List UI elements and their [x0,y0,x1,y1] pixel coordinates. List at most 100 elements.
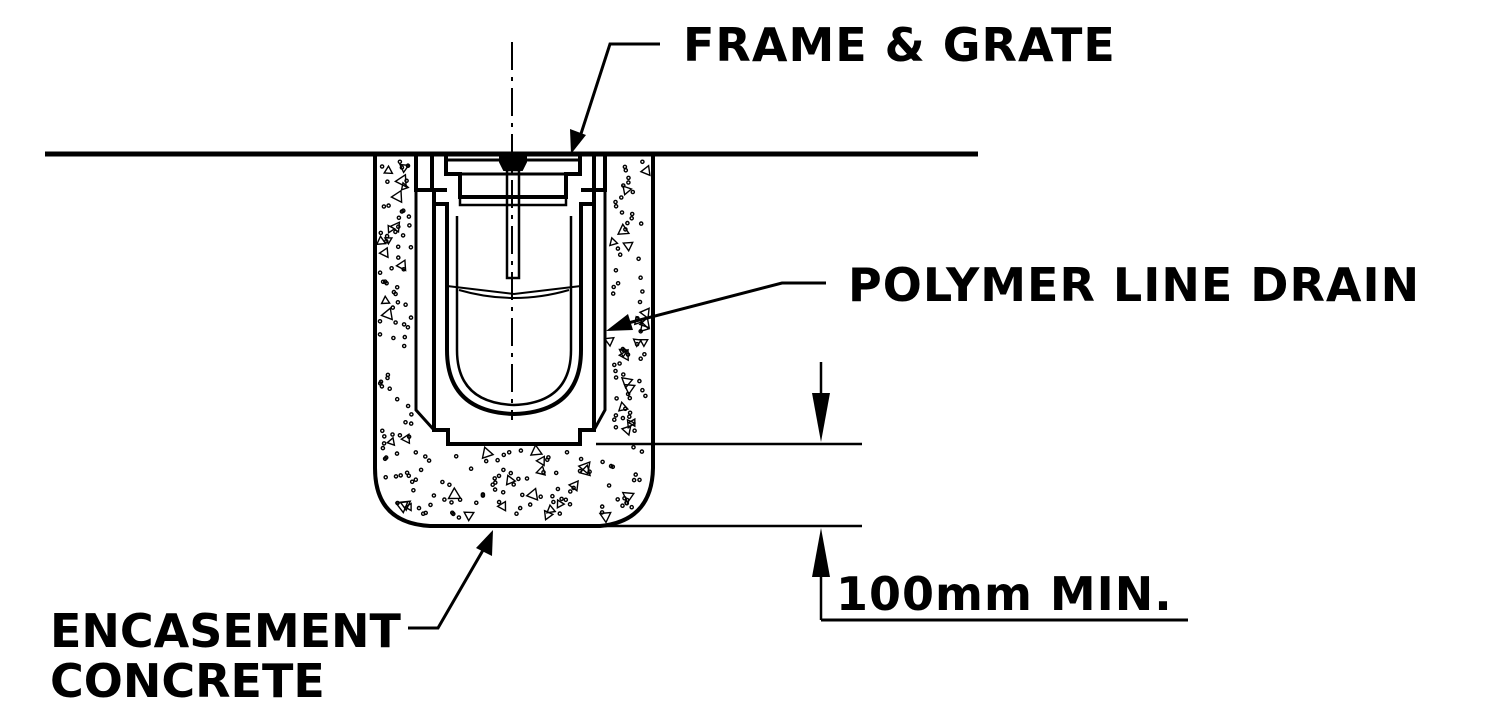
dimension-label: 100mm MIN. [836,567,1173,621]
concrete-aggregate-texture [375,159,651,524]
aggregate-dot [386,203,391,208]
encasement-arrowhead [476,530,493,556]
aggregate-dot [418,467,424,473]
aggregate-stone [598,511,612,524]
aggregate-stone [622,241,634,253]
aggregate-dot [408,315,414,320]
aggregate-dot [610,291,616,296]
dimension-arrowhead-bottom [812,528,830,577]
aggregate-dot [501,452,507,458]
grate-top-plate [444,154,580,176]
frame-and-grate [430,152,596,199]
aggregate-dot [401,322,407,327]
aggregate-dot [568,489,573,494]
aggregate-dot [496,499,502,505]
aggregate-dot [600,459,605,465]
aggregate-dot [449,510,455,516]
aggregate-dot [404,178,409,184]
aggregate-dot [511,482,517,487]
aggregate-dot [377,270,383,276]
aggregate-dot [520,492,525,498]
polymer-drain-leader-line [627,281,826,325]
aggregate-dot [643,393,648,399]
aggregate-dot [456,515,462,520]
aggregate-stone [390,189,403,204]
aggregate-dot [642,351,647,357]
aggregate-dot [453,453,459,459]
aggregate-dot [395,500,400,506]
aggregate-dot [637,299,643,305]
dimension-arrowhead-top [812,393,830,442]
aggregate-dot [627,395,633,401]
aggregate-dot [397,159,403,165]
aggregate-stone [639,339,649,348]
polymer-line-drain-label: POLYMER LINE DRAIN [848,258,1421,312]
aggregate-dot [391,335,396,341]
aggregate-dot [407,223,412,228]
aggregate-dot [397,432,403,438]
aggregate-stone [393,173,407,188]
aggregate-dot [382,456,388,462]
aggregate-stone [608,236,619,247]
aggregate-stone [398,163,410,174]
aggregate-dot [390,432,395,437]
aggregate-dot [409,479,415,485]
aggregate-dot [640,289,645,294]
aggregate-dot [394,396,400,402]
aggregate-dot [599,510,605,515]
aggregate-stone [400,181,410,191]
aggregate-dot [440,479,445,485]
aggregate-dot [403,419,408,425]
aggregate-stone [623,383,637,396]
aggregate-dot [639,449,645,454]
aggregate-dot [403,302,408,308]
aggregate-dot [626,180,631,185]
aggregate-dot [557,511,563,516]
encasement-label-line2: CONCRETE [50,654,325,708]
aggregate-dot [409,412,414,417]
aggregate-dot [633,472,639,477]
aggregate-dot [623,227,628,232]
aggregate-dot [382,279,388,285]
aggregate-dot [611,284,617,290]
aggregate-stone [463,511,476,522]
aggregate-dot [508,470,514,476]
aggregate-stone [534,455,546,467]
aggregate-dot [483,458,489,464]
aggregate-dot [599,504,605,509]
aggregate-dot [490,482,496,488]
aggregate-dot [627,414,632,420]
aggregate-dot [380,445,386,451]
aggregate-stone [639,164,651,177]
aggregate-stone [375,234,387,246]
aggregate-stone [505,474,517,486]
aggregate-stone [626,418,637,429]
aggregate-dot [636,256,641,262]
aggregate-stone [556,498,566,509]
aggregate-dot [564,449,570,455]
aggregate-dot [524,476,530,481]
aggregate-stone [620,376,634,390]
aggregate-dot [631,477,637,483]
aggregate-dot [406,434,412,440]
aggregate-stone [481,445,495,460]
aggregate-dot [625,352,631,357]
drain-channel-inner-wall [434,202,594,417]
aggregate-stone [380,294,391,305]
aggregate-dot [624,500,630,506]
aggregate-stone [638,316,651,329]
aggregate-dot [381,441,387,446]
aggregate-stone [387,224,396,234]
aggregate-dot [393,229,398,235]
aggregate-dot [578,456,584,462]
aggregate-stone [447,486,462,500]
aggregate-dot [442,497,447,502]
aggregate-dot [517,505,523,511]
aggregate-stone [632,338,643,348]
aggregate-dot [408,244,414,250]
aggregate-dot [613,375,619,380]
aggregate-dot [398,473,404,478]
aggregate-dot [551,499,556,505]
water-level-line [446,285,582,299]
aggregate-dot [428,502,433,508]
